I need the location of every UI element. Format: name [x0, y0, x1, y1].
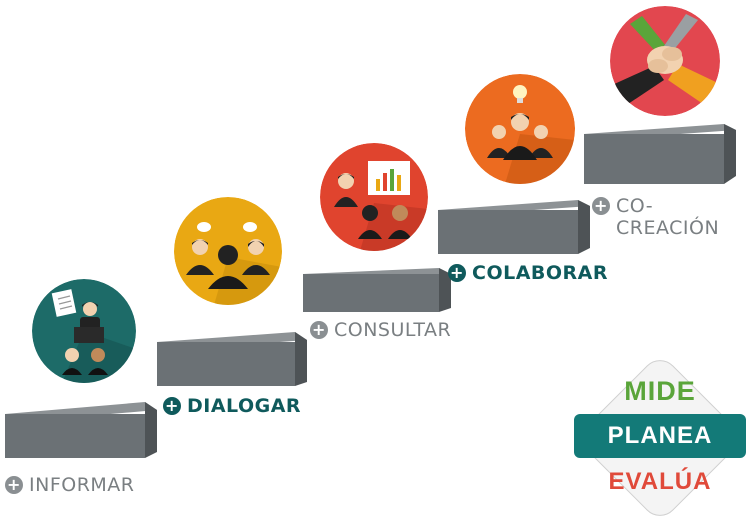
- cocreacion-illustration: [610, 6, 720, 116]
- step-label-informar: + INFORMAR: [5, 474, 135, 496]
- dialogar-text: DIALOGAR: [187, 395, 302, 417]
- informar-illustration: [32, 279, 136, 383]
- stair-step-2: [157, 332, 307, 394]
- stair-step-4: [438, 200, 590, 260]
- plus-icon: +: [5, 476, 23, 494]
- colaborar-text: COLABORAR: [472, 262, 609, 284]
- plus-icon: +: [163, 397, 181, 415]
- stair-step-3: [303, 268, 453, 320]
- logo-word-planea: PLANEA: [607, 422, 713, 449]
- logo-word-mide: MIDE: [624, 376, 696, 406]
- step-label-cocreacion: + CO- CREACIÓN: [592, 195, 719, 239]
- plus-icon: +: [310, 321, 328, 339]
- logo-word-evalua: EVALÚA: [608, 468, 712, 495]
- consultar-illustration: [320, 143, 428, 251]
- step-label-consultar: + CONSULTAR: [310, 319, 451, 341]
- cocreacion-text-line2: CREACIÓN: [616, 217, 720, 239]
- stair-step-5: [584, 124, 736, 186]
- dialogar-illustration: [174, 197, 282, 305]
- cocreacion-text-line1: CO-: [616, 195, 654, 217]
- colaborar-illustration: [465, 74, 575, 184]
- step-label-colaborar: + COLABORAR: [448, 262, 608, 284]
- step-label-dialogar: + DIALOGAR: [163, 395, 301, 417]
- plus-icon: +: [448, 264, 466, 282]
- mide-planea-evalua-logo: MIDE PLANEA EVALÚA: [572, 350, 748, 526]
- consultar-text: CONSULTAR: [334, 319, 452, 341]
- plus-icon: +: [592, 197, 610, 215]
- informar-text: INFORMAR: [29, 474, 135, 496]
- stair-step-1: [5, 402, 157, 464]
